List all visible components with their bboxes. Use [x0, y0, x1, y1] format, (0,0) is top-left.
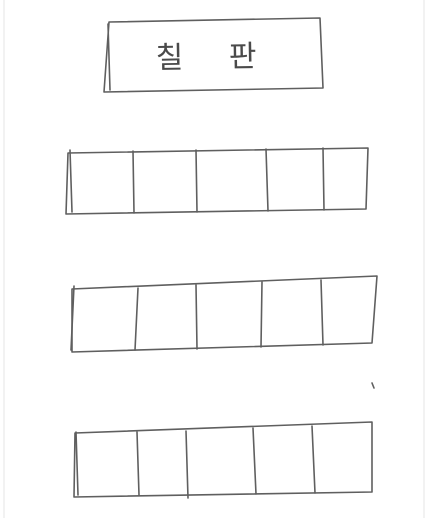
desk-row-2-divider: [260, 281, 263, 348]
desk-row-1-outline: [65, 147, 369, 215]
desk-row-3-divider: [252, 427, 257, 495]
desk-row-1-divider: [322, 147, 325, 211]
blackboard-box-overstroke: [107, 23, 111, 91]
blackboard-box: [103, 17, 324, 93]
desk-row-1-divider: [195, 149, 198, 213]
desk-row-2-divider: [195, 284, 198, 350]
desk-row-2-divider: [134, 287, 139, 351]
desk-row-2-outline: [71, 275, 378, 353]
desk-row-1-outline-overstroke: [69, 149, 73, 213]
desk-row-3: [73, 421, 373, 499]
desk-row-3-divider: [185, 430, 189, 499]
desk-row-2-outline-overstroke: [70, 285, 75, 351]
desk-row-3-divider: [136, 431, 140, 496]
desk-row-2: [70, 275, 378, 389]
blackboard-title: 칠 판: [155, 38, 275, 77]
desk-row-1-divider: [265, 148, 269, 212]
desk-row-2-divider: [320, 279, 324, 346]
desk-row-1: [65, 147, 369, 215]
desk-row-3-outline-overstroke: [75, 431, 79, 496]
stray-pencil-mark: [371, 382, 375, 389]
desk-row-1-divider: [132, 150, 135, 214]
desk-row-3-outline: [73, 421, 373, 498]
desk-row-3-divider: [311, 425, 316, 494]
